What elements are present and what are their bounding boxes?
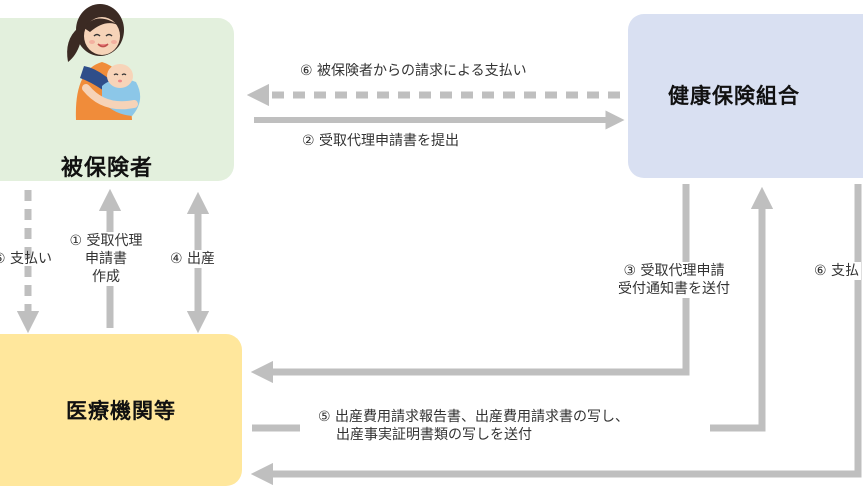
- label-2: ② 受取代理申請書を提出: [302, 133, 460, 149]
- label-6-left: ⑥ 支払い: [0, 251, 53, 267]
- label-4: ④ 出産: [168, 250, 218, 268]
- arrow-5: [252, 186, 774, 432]
- mother-baby-illustration: [56, 0, 156, 120]
- label-3-line1: ③ 受取代理申請: [623, 263, 725, 279]
- health-insurance-union-title: 健康保険組合: [668, 84, 800, 108]
- label-5: ⑤ 出産費用請求報告書、出産費用請求書の写し、 出産事実証明書類の写しを送付: [318, 408, 629, 444]
- label-6-top: ⑥ 被保険者からの請求による支払い: [300, 63, 527, 79]
- label-3: ③ 受取代理申請 受付通知書を送付: [594, 262, 754, 298]
- medical-institution-title: 医療機関等: [66, 399, 176, 423]
- label-1: ① 受取代理 申請書 作成: [54, 232, 158, 286]
- insured-box: 被保険者: [0, 4, 234, 181]
- label-5-line2: 出産事実証明書類の写しを送付: [336, 427, 532, 443]
- arrow-3: [250, 184, 690, 384]
- label-1-line2: 申請書: [85, 251, 127, 267]
- label-6-right: ⑥ 支払: [812, 262, 862, 280]
- health-insurance-union-box: 健康保険組合: [628, 14, 863, 178]
- insured-title: 被保険者: [60, 156, 153, 181]
- label-1-line3: 作成: [92, 269, 120, 285]
- arrow-6-right: [250, 184, 862, 486]
- label-1-line1: ① 受取代理: [69, 233, 143, 249]
- medical-institution-box: 医療機関等: [0, 334, 242, 486]
- label-3-line2: 受付通知書を送付: [618, 281, 730, 297]
- label-5-line1: ⑤ 出産費用請求報告書、出産費用請求書の写し、: [318, 409, 629, 425]
